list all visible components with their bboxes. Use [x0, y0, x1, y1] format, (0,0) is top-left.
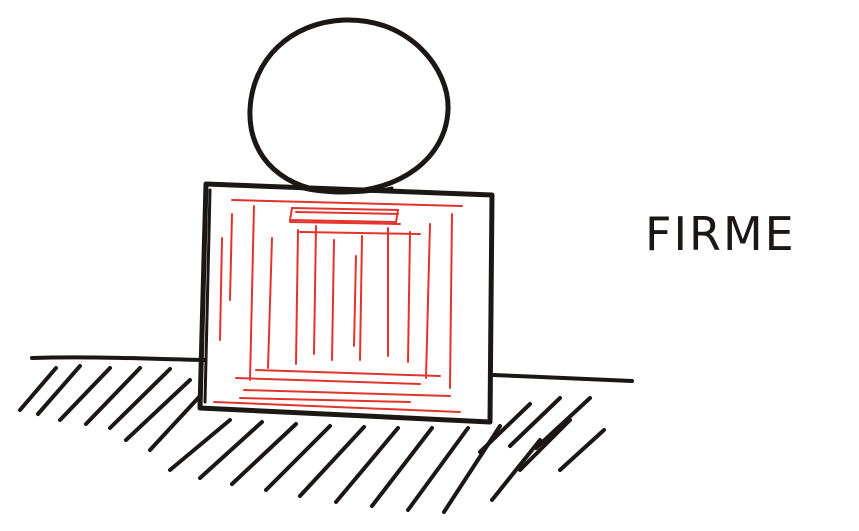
ground-hatch-stroke	[170, 420, 230, 470]
box-red-stroke	[408, 232, 410, 362]
label-firme: FIRME	[645, 207, 796, 261]
ground-hatch-stroke	[372, 428, 432, 506]
box-red-stroke	[236, 378, 420, 384]
ground-hatch-stroke	[408, 428, 468, 510]
ground-hatch-stroke	[60, 368, 110, 420]
box-red-stroke	[244, 390, 450, 396]
ground-hatching	[20, 366, 604, 512]
box-red-stroke	[230, 214, 232, 300]
ground-hatch-stroke	[336, 428, 398, 502]
box-red-stroke	[300, 232, 420, 234]
box-red-stroke	[296, 230, 298, 364]
ground-hatch-stroke	[200, 422, 262, 478]
box-red-stroke	[332, 240, 334, 360]
ground-hatch-stroke	[86, 368, 140, 424]
box-red-stroke	[250, 206, 254, 380]
box-red-stroke	[314, 226, 316, 354]
ball-circle	[250, 20, 448, 192]
box-red-stroke	[268, 238, 272, 368]
ground-hatch-stroke	[560, 430, 604, 470]
ground-line-right	[493, 375, 632, 381]
box-red-stroke	[360, 236, 362, 360]
ground-hatch-stroke	[150, 396, 200, 450]
ground-line-left	[32, 357, 205, 360]
ground-hatch-stroke	[110, 369, 170, 428]
ground-hatch-stroke	[492, 440, 540, 500]
box-red-stroke	[240, 398, 410, 402]
ground-hatch-stroke	[480, 404, 530, 452]
box-red-stroke	[232, 200, 462, 206]
box-red-stroke	[450, 214, 452, 388]
box-red-stroke	[220, 238, 222, 340]
box-red-hatching	[214, 200, 462, 412]
ground-hatch-stroke	[266, 426, 330, 490]
ground-hatch-stroke	[536, 398, 590, 448]
box	[200, 184, 492, 422]
box-red-stroke	[256, 370, 440, 376]
box-red-top-rect	[290, 208, 398, 222]
ground-hatch-stroke	[20, 368, 56, 410]
ground-hatch-stroke	[300, 427, 364, 496]
box-outline	[200, 184, 492, 422]
box-red-stroke	[426, 224, 430, 378]
box-red-stroke	[296, 212, 398, 214]
box-red-stroke	[354, 256, 356, 346]
ground-hatch-stroke	[126, 380, 190, 440]
ground-hatch-stroke	[232, 424, 296, 484]
